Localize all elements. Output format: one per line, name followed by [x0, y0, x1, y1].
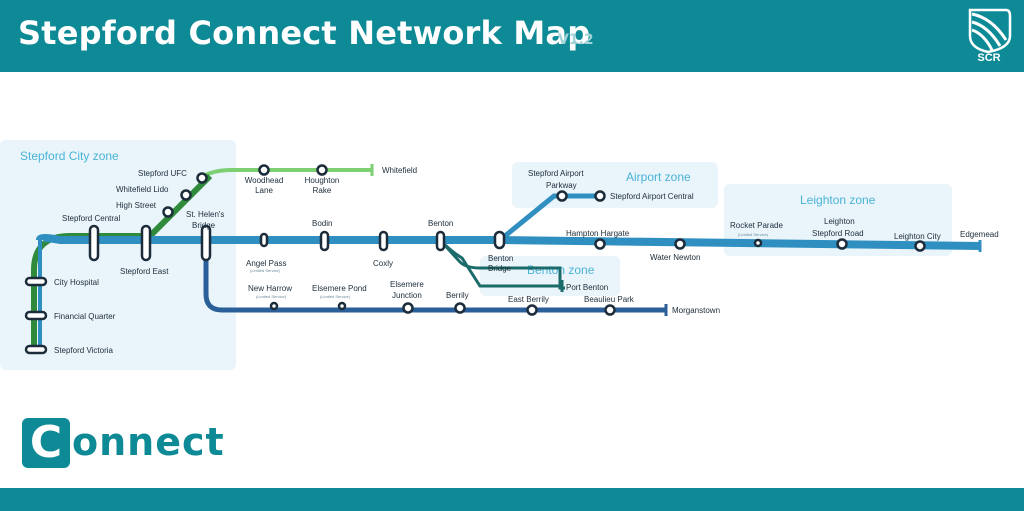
station-angel-pass-note: (Limited Service) [250, 268, 281, 273]
marker-houghton-rake[interactable] [316, 164, 328, 176]
marker-benton-bridge[interactable] [493, 230, 506, 250]
zone-label-leighton: Leighton zone [800, 193, 876, 207]
station-woodhead-lane-2: Lane [255, 186, 273, 195]
marker-whitefield-lido[interactable] [180, 189, 192, 201]
station-st-helens-2: Bridge [192, 221, 216, 230]
station-airport-central: Stepford Airport Central [610, 192, 694, 201]
station-bodin: Bodin [312, 219, 332, 228]
station-whitefield: Whitefield [382, 166, 417, 175]
marker-financial-quarter[interactable] [24, 310, 48, 321]
station-east-berrily: East Berrily [508, 295, 549, 304]
marker-benton[interactable] [435, 230, 446, 252]
station-hampton-hargate: Hampton Hargate [566, 229, 630, 238]
marker-new-harrow[interactable] [269, 301, 279, 311]
connect-logo-text: onnect [72, 420, 225, 464]
leighton-zone-area [724, 184, 952, 256]
line-main-east [36, 234, 981, 250]
connect-logo-letter: C [22, 418, 70, 468]
station-leighton-stepford-1: Leighton [824, 217, 855, 226]
marker-city-hospital[interactable] [24, 276, 48, 287]
zone-label-stepford-city: Stepford City zone [20, 149, 119, 163]
marker-stepford-victoria[interactable] [24, 344, 48, 355]
station-coxly: Coxly [373, 259, 393, 268]
station-markers [24, 164, 926, 355]
station-elsemere-junction-2: Junction [392, 291, 422, 300]
marker-airport-parkway[interactable] [556, 190, 568, 202]
marker-leighton-city[interactable] [914, 240, 926, 252]
station-beaulieu-park: Beaulieu Park [584, 295, 635, 304]
marker-hampton-hargate[interactable] [594, 238, 606, 250]
station-benton-bridge-2: Bridge [488, 264, 512, 273]
station-high-street: High Street [116, 201, 157, 210]
marker-stepford-east[interactable] [140, 224, 152, 262]
marker-beaulieu-park[interactable] [604, 304, 616, 316]
marker-leighton-stepford-road[interactable] [836, 238, 848, 250]
scr-logo: SCR [962, 6, 1016, 66]
scr-logo-text: SCR [977, 52, 1001, 64]
station-airport-parkway-1: Stepford Airport [528, 169, 584, 178]
station-leighton-city: Leighton City [894, 232, 941, 241]
line-airport [498, 193, 600, 242]
station-berrily: Berrily [446, 291, 469, 300]
marker-elsemere-pond[interactable] [337, 301, 347, 311]
line-port-benton [438, 238, 565, 290]
station-city-hospital: City Hospital [54, 278, 99, 287]
marker-woodhead-lane[interactable] [258, 164, 270, 176]
station-woodhead-lane-1: Woodhead [245, 176, 284, 185]
marker-bodin[interactable] [319, 230, 330, 252]
marker-stepford-ufc[interactable] [196, 172, 208, 184]
marker-elsemere-junction[interactable] [402, 302, 414, 314]
marker-rocket-parade[interactable] [753, 238, 763, 248]
station-edgemead: Edgemead [960, 230, 999, 239]
marker-water-newton[interactable] [674, 238, 686, 250]
marker-st-helens-bridge[interactable] [200, 224, 212, 262]
station-whitefield-lido: Whitefield Lido [116, 185, 169, 194]
station-stepford-victoria: Stepford Victoria [54, 346, 114, 355]
station-leighton-stepford-2: Stepford Road [812, 229, 864, 238]
station-houghton-rake-2: Rake [313, 186, 332, 195]
marker-angel-pass[interactable] [259, 232, 269, 248]
footer-bar [0, 488, 1024, 511]
station-airport-parkway-2: Parkway [546, 181, 577, 190]
marker-airport-central[interactable] [594, 190, 606, 202]
version-label: V1.2 [558, 32, 594, 48]
station-new-harrow-note: (Limited Service) [256, 294, 287, 299]
marker-berrily[interactable] [454, 302, 466, 314]
station-st-helens-1: St. Helen's [186, 210, 224, 219]
station-stepford-central: Stepford Central [62, 214, 120, 223]
marker-east-berrily[interactable] [526, 304, 538, 316]
zone-label-airport: Airport zone [626, 170, 691, 184]
station-financial-quarter: Financial Quarter [54, 312, 116, 321]
station-elsemere-pond: Elsemere Pond [312, 284, 367, 293]
station-rocket-parade: Rocket Parade [730, 221, 783, 230]
station-stepford-east: Stepford East [120, 267, 169, 276]
page-title: Stepford Connect Network Map [18, 14, 591, 52]
scr-logo-icon [968, 8, 1012, 54]
station-water-newton: Water Newton [650, 253, 700, 262]
station-angel-pass: Angel Pass [246, 259, 286, 268]
station-benton-bridge-1: Benton [488, 254, 513, 263]
station-morganstown: Morganstown [672, 306, 720, 315]
stepford-city-zone-area [0, 140, 236, 370]
station-port-benton: Port Benton [566, 283, 608, 292]
line-green-diagonal [147, 173, 213, 239]
station-elsemere-junction-1: Elsemere [390, 280, 424, 289]
marker-stepford-central[interactable] [88, 224, 100, 262]
header-bar: Stepford Connect Network Map V1.2 SCR [0, 0, 1024, 72]
marker-coxly[interactable] [378, 230, 389, 252]
station-stepford-ufc: Stepford UFC [138, 169, 187, 178]
line-morganstown [203, 240, 666, 313]
station-elsemere-pond-note: (Limited Service) [320, 294, 351, 299]
station-new-harrow: New Harrow [248, 284, 292, 293]
station-houghton-rake-1: Houghton [305, 176, 340, 185]
station-rocket-parade-note: (Limited Service) [738, 232, 769, 237]
marker-high-street[interactable] [162, 206, 174, 218]
station-benton: Benton [428, 219, 453, 228]
